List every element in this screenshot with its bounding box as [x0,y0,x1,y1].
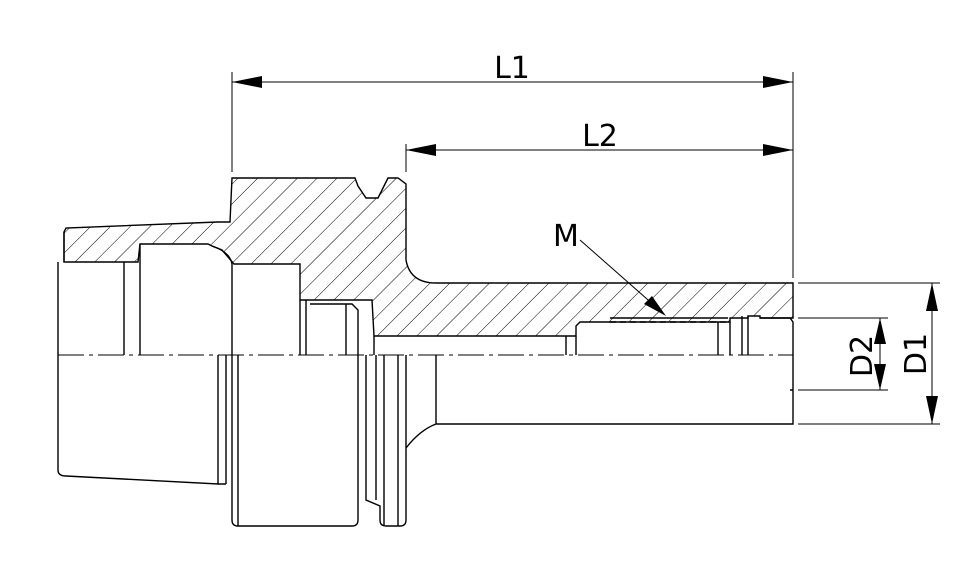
collet-lower-step [218,355,227,485]
section-hatch-body [63,177,794,337]
bore-step-upper [373,336,577,355]
shank-end-upper [760,317,794,355]
label-l2: L2 [582,119,618,154]
label-d2: D2 [845,335,880,377]
arrow-d1-top [926,283,938,311]
shank-end-lower [790,355,794,391]
arrow-l1-left [232,76,262,88]
thread-end-upper [717,316,749,355]
arrow-l1-right [763,76,793,88]
collet-upper-outline [57,232,65,355]
arrow-l2-left [406,144,436,156]
arrow-m-leader [644,296,666,316]
shank-lower-outline [405,355,794,449]
flange-lower-outline [365,355,407,527]
nut-seat-upper [299,300,359,355]
label-m: M [553,219,579,254]
arrow-l2-right [763,144,793,156]
arrow-d1-bottom [926,396,938,424]
arrow-d2-bottom [874,364,886,390]
arrow-d2-top [874,318,886,344]
bore-upper-left [123,244,233,355]
collet-lower-outline [57,355,219,485]
label-l1: L1 [494,51,530,86]
nut-lower-outline [231,355,359,527]
label-d1: D1 [899,333,934,375]
